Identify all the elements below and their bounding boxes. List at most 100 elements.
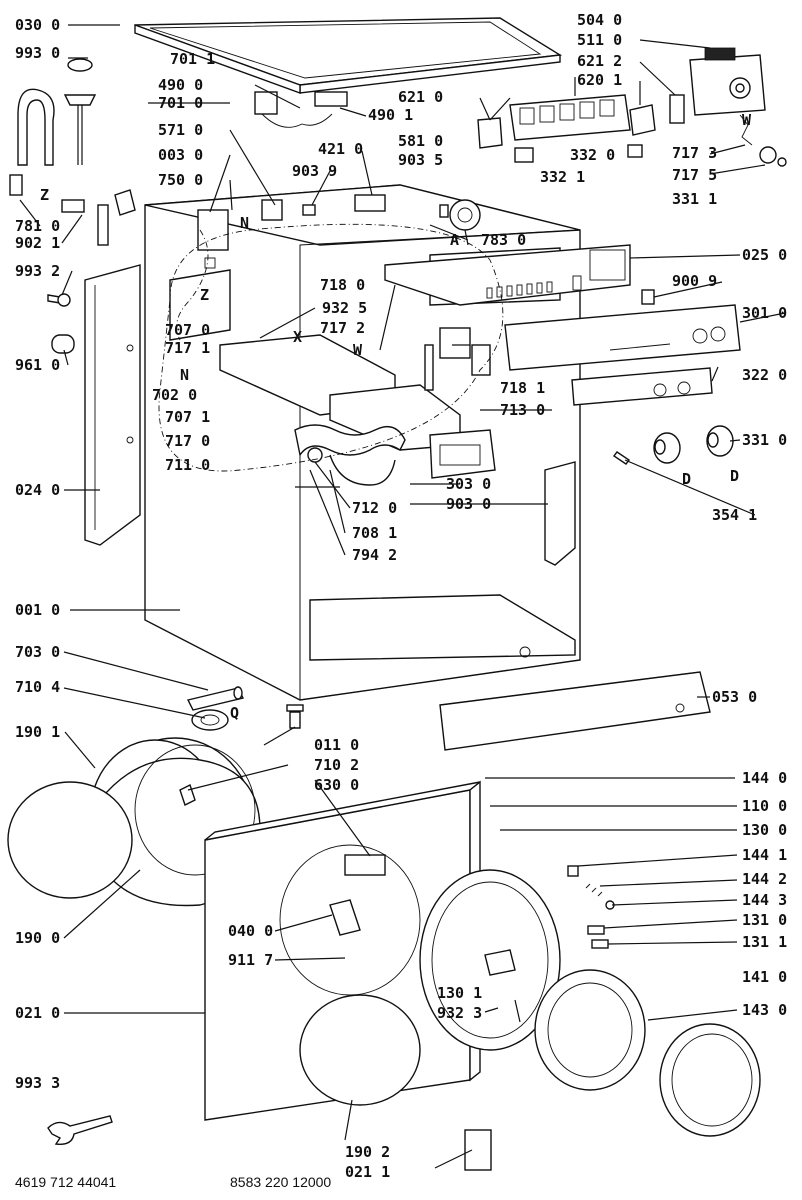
label-710-2: 710 2 <box>314 756 359 774</box>
label-718-0: 718 0 <box>320 276 365 294</box>
label-021-0: 021 0 <box>15 1004 60 1022</box>
label-144-2: 144 2 <box>742 870 787 888</box>
label-332-1: 332 1 <box>540 168 585 186</box>
label-707-1: 707 1 <box>165 408 210 426</box>
label-303-0: 303 0 <box>446 475 491 493</box>
label-141-0: 141 0 <box>742 968 787 986</box>
label-911-7: 911 7 <box>228 951 273 969</box>
label-903-0: 903 0 <box>446 495 491 513</box>
label-053-0: 053 0 <box>712 688 757 706</box>
pressure-switch <box>439 199 481 246</box>
label-190-0: 190 0 <box>15 929 60 947</box>
label-144-1: 144 1 <box>742 846 787 864</box>
marker-z: Z <box>40 186 49 204</box>
label-702-0: 702 0 <box>152 386 197 404</box>
label-190-1: 190 1 <box>15 723 60 741</box>
label-620-1: 620 1 <box>577 71 622 89</box>
marker-x: X <box>293 328 302 346</box>
marker-n: N <box>240 214 249 232</box>
label-301-0: 301 0 <box>742 304 787 322</box>
label-961-0: 961 0 <box>15 356 60 374</box>
label-621-0: 621 0 <box>398 88 443 106</box>
control-panel-parts <box>384 244 741 566</box>
label-511-0: 511 0 <box>577 31 622 49</box>
label-490-1: 490 1 <box>368 106 413 124</box>
label-717-0: 717 0 <box>165 432 210 450</box>
label-701-1: 701 1 <box>170 50 215 68</box>
label-354-1: 354 1 <box>712 506 757 524</box>
label-713-0: 713 0 <box>500 401 545 419</box>
marker-d: D <box>730 467 739 485</box>
group-outline <box>158 223 504 472</box>
label-993-0: 993 0 <box>15 44 60 62</box>
marker-d: D <box>682 470 691 488</box>
label-783-0: 783 0 <box>481 231 526 249</box>
label-900-9: 900 9 <box>672 272 717 290</box>
label-710-4: 710 4 <box>15 678 60 696</box>
label-144-0: 144 0 <box>742 769 787 787</box>
marker-z: Z <box>200 286 209 304</box>
label-781-0: 781 0 <box>15 217 60 235</box>
label-190-2: 190 2 <box>345 1143 390 1161</box>
label-130-0: 130 0 <box>742 821 787 839</box>
label-750-0: 750 0 <box>158 171 203 189</box>
top-lid <box>134 17 563 94</box>
label-001-0: 001 0 <box>15 601 60 619</box>
label-717-2: 717 2 <box>320 319 365 337</box>
timer-module <box>477 47 787 167</box>
label-630-0: 630 0 <box>314 776 359 794</box>
label-711-0: 711 0 <box>165 456 210 474</box>
label-025-0: 025 0 <box>742 246 787 264</box>
label-932-5: 932 5 <box>322 299 367 317</box>
label-794-2: 794 2 <box>352 546 397 564</box>
label-718-1: 718 1 <box>500 379 545 397</box>
spanner-icon <box>47 1115 113 1145</box>
label-331-1: 331 1 <box>672 190 717 208</box>
door-hardware <box>567 865 615 949</box>
label-144-3: 144 3 <box>742 891 787 909</box>
label-701-0: 701 0 <box>158 94 203 112</box>
label-903-5: 903 5 <box>398 151 443 169</box>
label-143-0: 143 0 <box>742 1001 787 1019</box>
label-331-0: 331 0 <box>742 431 787 449</box>
marker-q: Q <box>230 704 239 722</box>
label-703-0: 703 0 <box>15 643 60 661</box>
label-421-0: 421 0 <box>318 140 363 158</box>
door-assembly <box>419 869 761 1171</box>
wiring-harness <box>197 91 386 269</box>
label-993-3: 993 3 <box>15 1074 60 1092</box>
label-504-0: 504 0 <box>577 11 622 29</box>
detergent-dispenser <box>219 334 496 486</box>
side-panel <box>84 264 141 546</box>
plinth-panel <box>439 671 711 751</box>
group-outline-left <box>176 229 209 341</box>
label-131-1: 131 1 <box>742 933 787 951</box>
label-707-0: 707 0 <box>165 321 210 339</box>
label-011-0: 011 0 <box>314 736 359 754</box>
marker-w: W <box>742 111 752 129</box>
label-708-1: 708 1 <box>352 524 397 542</box>
label-131-0: 131 0 <box>742 911 787 929</box>
leader-lines <box>19 24 786 1169</box>
label-581-0: 581 0 <box>398 132 443 150</box>
label-902-1: 902 1 <box>15 234 60 252</box>
knob-icon <box>612 425 734 465</box>
label-621-2: 621 2 <box>577 52 622 70</box>
label-110-0: 110 0 <box>742 797 787 815</box>
part-labels: 030 0 993 0 701 1 490 0 701 0 490 1 571 … <box>15 11 787 1181</box>
label-993-2: 993 2 <box>15 262 60 280</box>
heater-element <box>9 58 136 354</box>
label-932-3: 932 3 <box>437 1004 482 1022</box>
label-332-0: 332 0 <box>570 146 615 164</box>
label-322-0: 322 0 <box>742 366 787 384</box>
label-490-0: 490 0 <box>158 76 203 94</box>
reference-markers: N N Z Z X W W A D D Q <box>40 111 752 722</box>
label-024-0: 024 0 <box>15 481 60 499</box>
label-003-0: 003 0 <box>158 146 203 164</box>
drum-shaft-parts <box>186 686 304 731</box>
label-712-0: 712 0 <box>352 499 397 517</box>
label-571-0: 571 0 <box>158 121 203 139</box>
marker-n: N <box>180 366 189 384</box>
label-903-9: 903 9 <box>292 162 337 180</box>
